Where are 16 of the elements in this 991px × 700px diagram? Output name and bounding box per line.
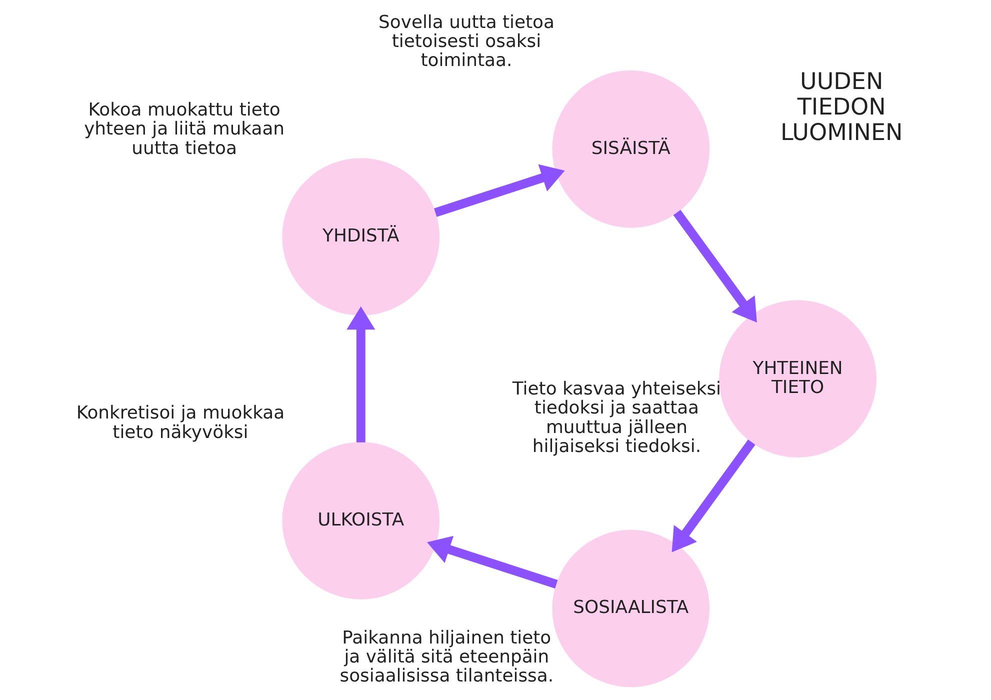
node-circle: YHDISTÄ	[282, 158, 440, 316]
arrow	[434, 164, 564, 217]
node-label: Kokoa muokattu tieto yhteen ja liitä mukaan uutta tietoa	[84, 100, 284, 159]
arrow	[346, 306, 375, 442]
arrow	[672, 210, 756, 323]
node-label: Sovella uutta tietoa tietoisesti osaksi toimintaa.	[378, 12, 554, 72]
node-label: Tieto kasvaa yhteiseksi tiedoksi ja saattaa muuttua jälleen hiljaiseksi tiedoksi.	[512, 378, 721, 457]
node-circle: YHTEINEN TIETO	[718, 300, 876, 458]
arrow	[426, 536, 558, 589]
node-circle: SISÄISTÄ	[552, 70, 710, 228]
node-label: Paikanna hiljainen tieto ja välitä sitä eteenpäin sosiaalisissa tilanteissa.	[339, 627, 554, 687]
label: UUDEN TIEDON LUOMINEN	[780, 68, 902, 146]
node-circle: SOSIAALISTA	[552, 530, 710, 688]
node-circle: ULKOISTA	[282, 442, 440, 600]
arrow	[671, 440, 755, 552]
node-label: Konkretisoi ja muokkaa tieto näkyvöksi	[76, 402, 284, 443]
